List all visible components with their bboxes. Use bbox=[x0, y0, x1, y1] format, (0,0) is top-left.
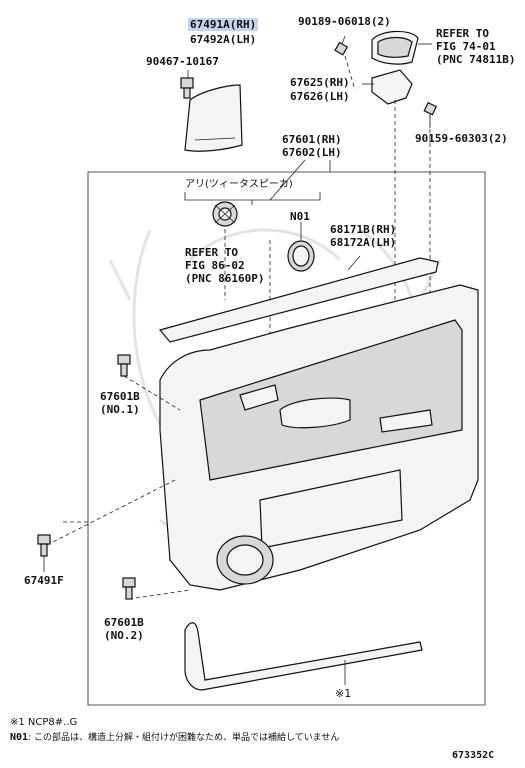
label-mark1: ※1 bbox=[335, 687, 352, 700]
screw-90159 bbox=[423, 101, 438, 116]
label-no1: (NO.1) bbox=[100, 403, 140, 416]
weatherstrip-68171b bbox=[158, 257, 439, 343]
corner-piece bbox=[184, 84, 243, 152]
refer-74-line3: (PNC 74811B) bbox=[436, 53, 516, 66]
clip-67601b-no2 bbox=[122, 577, 136, 600]
label-67601-rh: 67601(RH) bbox=[282, 133, 342, 146]
door-trim-panel bbox=[159, 284, 479, 591]
refer-86-line2: FIG 86-02 bbox=[185, 259, 245, 272]
refer-74-line1: REFER TO bbox=[436, 27, 489, 40]
label-90189: 90189-06018(2) bbox=[298, 15, 391, 28]
label-67601b-no1: 67601B bbox=[100, 390, 140, 403]
label-n01: N01 bbox=[290, 210, 310, 223]
footnote-n01-key: N01 bbox=[10, 732, 29, 743]
label-67491f: 67491F bbox=[24, 574, 64, 587]
label-68172a: 68172A(LH) bbox=[330, 236, 397, 249]
label-67625: 67625(RH) bbox=[290, 76, 350, 89]
screw-90189 bbox=[334, 41, 349, 56]
lower-weatherstrip bbox=[184, 622, 423, 691]
handle-bezel bbox=[371, 30, 419, 65]
footnote-ncp8: ※1 NCP8#..G bbox=[10, 717, 78, 728]
clip-67601b-no1 bbox=[117, 354, 131, 377]
refer-74-line2: FIG 74-01 bbox=[436, 40, 496, 53]
label-67491a: 67491A(RH) bbox=[188, 18, 259, 31]
clip-90467 bbox=[180, 77, 194, 99]
group-frame bbox=[87, 171, 486, 706]
tweeter-grille-n01 bbox=[287, 240, 315, 272]
refer-86-line3: (PNC 86160P) bbox=[185, 272, 265, 285]
label-67626: 67626(LH) bbox=[290, 90, 350, 103]
refer-86-line1: REFER TO bbox=[185, 246, 238, 259]
label-ari-tweeter: アリ(ツィータスピーカ) bbox=[185, 179, 293, 190]
label-90467: 90467-10167 bbox=[146, 55, 219, 68]
clip-67491f bbox=[37, 534, 51, 557]
label-67602-lh: 67602(LH) bbox=[282, 146, 342, 159]
tweeter-speaker bbox=[212, 201, 238, 227]
label-no2: (NO.2) bbox=[104, 629, 144, 642]
footnote-n01-text: : この部品は、構造上分解・組付けが困難なため、単品では補給していません bbox=[28, 733, 340, 743]
diagram-id: 673352C bbox=[452, 750, 495, 761]
label-68171b: 68171B(RH) bbox=[330, 223, 397, 236]
label-90159: 90159-60303(2) bbox=[415, 132, 508, 145]
label-67601b-no2: 67601B bbox=[104, 616, 144, 629]
bracket-67625 bbox=[371, 69, 413, 105]
label-67492a: 67492A(LH) bbox=[190, 33, 257, 46]
footnote-n01: N01: この部品は、構造上分解・組付けが困難なため、単品では補給していません bbox=[10, 731, 339, 745]
